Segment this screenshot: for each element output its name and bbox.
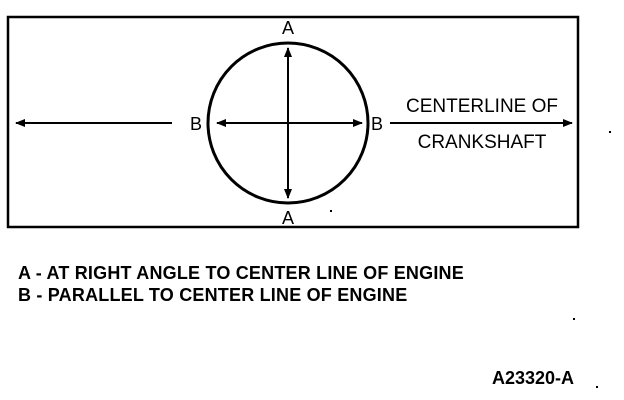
legend-item-a: A - AT RIGHT ANGLE TO CENTER LINE OF ENG… <box>18 263 464 283</box>
cylinder-bore-circle <box>206 41 370 205</box>
scan-speck <box>609 131 611 133</box>
label-a-bottom: A <box>282 208 294 228</box>
centerline-label-line1: CENTERLINE OF <box>406 96 558 117</box>
scan-speck <box>330 210 332 212</box>
scan-speck <box>573 318 575 320</box>
diagram-frame <box>6 15 580 229</box>
label-a-top: A <box>282 18 294 38</box>
label-b-left: B <box>190 114 202 134</box>
scan-speck <box>596 386 598 388</box>
label-b-right: B <box>371 114 383 134</box>
centerline-label-line2: CRANKSHAFT <box>418 132 547 153</box>
measurement-diagram: A A B B CENTERLINE OF CRANKSHAFT <box>6 15 580 229</box>
legend: A - AT RIGHT ANGLE TO CENTER LINE OF ENG… <box>18 262 464 306</box>
figure-id: A23320-A <box>492 368 575 388</box>
legend-item-b: B - PARALLEL TO CENTER LINE OF ENGINE <box>18 285 408 305</box>
